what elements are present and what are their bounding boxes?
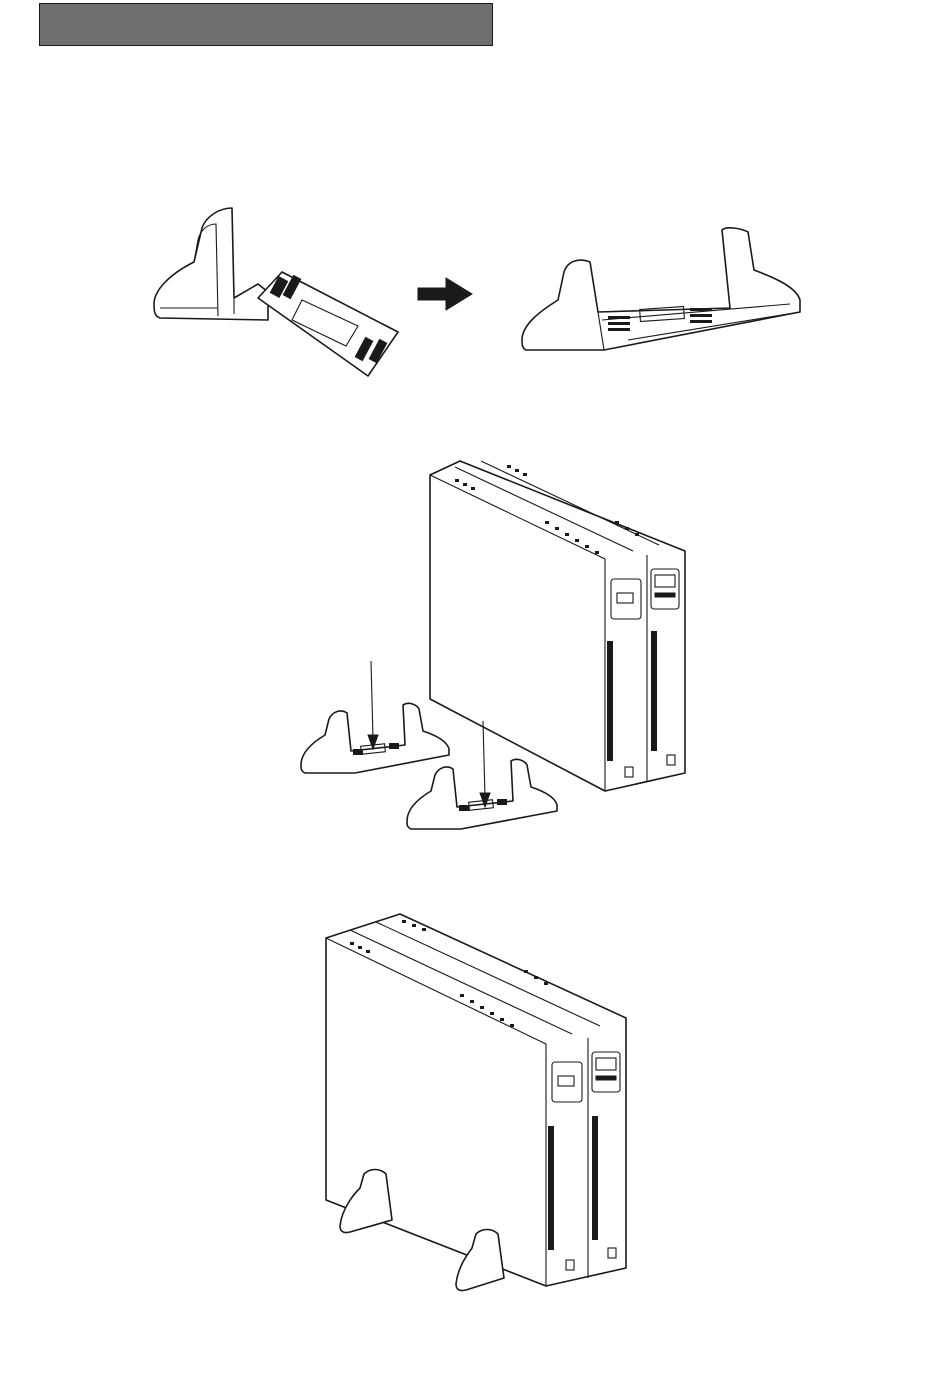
ups-unit-side-panel (430, 461, 685, 791)
foot-assembled (522, 228, 800, 350)
section-header-bar (39, 3, 493, 46)
ups-unit-side-panel (326, 914, 626, 1286)
foot-piece-left (154, 208, 268, 320)
foot-extension-insert (258, 272, 398, 376)
arrow-right-icon (418, 278, 472, 310)
place-ups-illustration (295, 455, 695, 840)
foot-assembly-illustration (150, 200, 810, 380)
ups-standing-illustration (320, 908, 640, 1293)
arrow-down-icon (368, 661, 378, 749)
arrow-down-icon (480, 721, 490, 807)
